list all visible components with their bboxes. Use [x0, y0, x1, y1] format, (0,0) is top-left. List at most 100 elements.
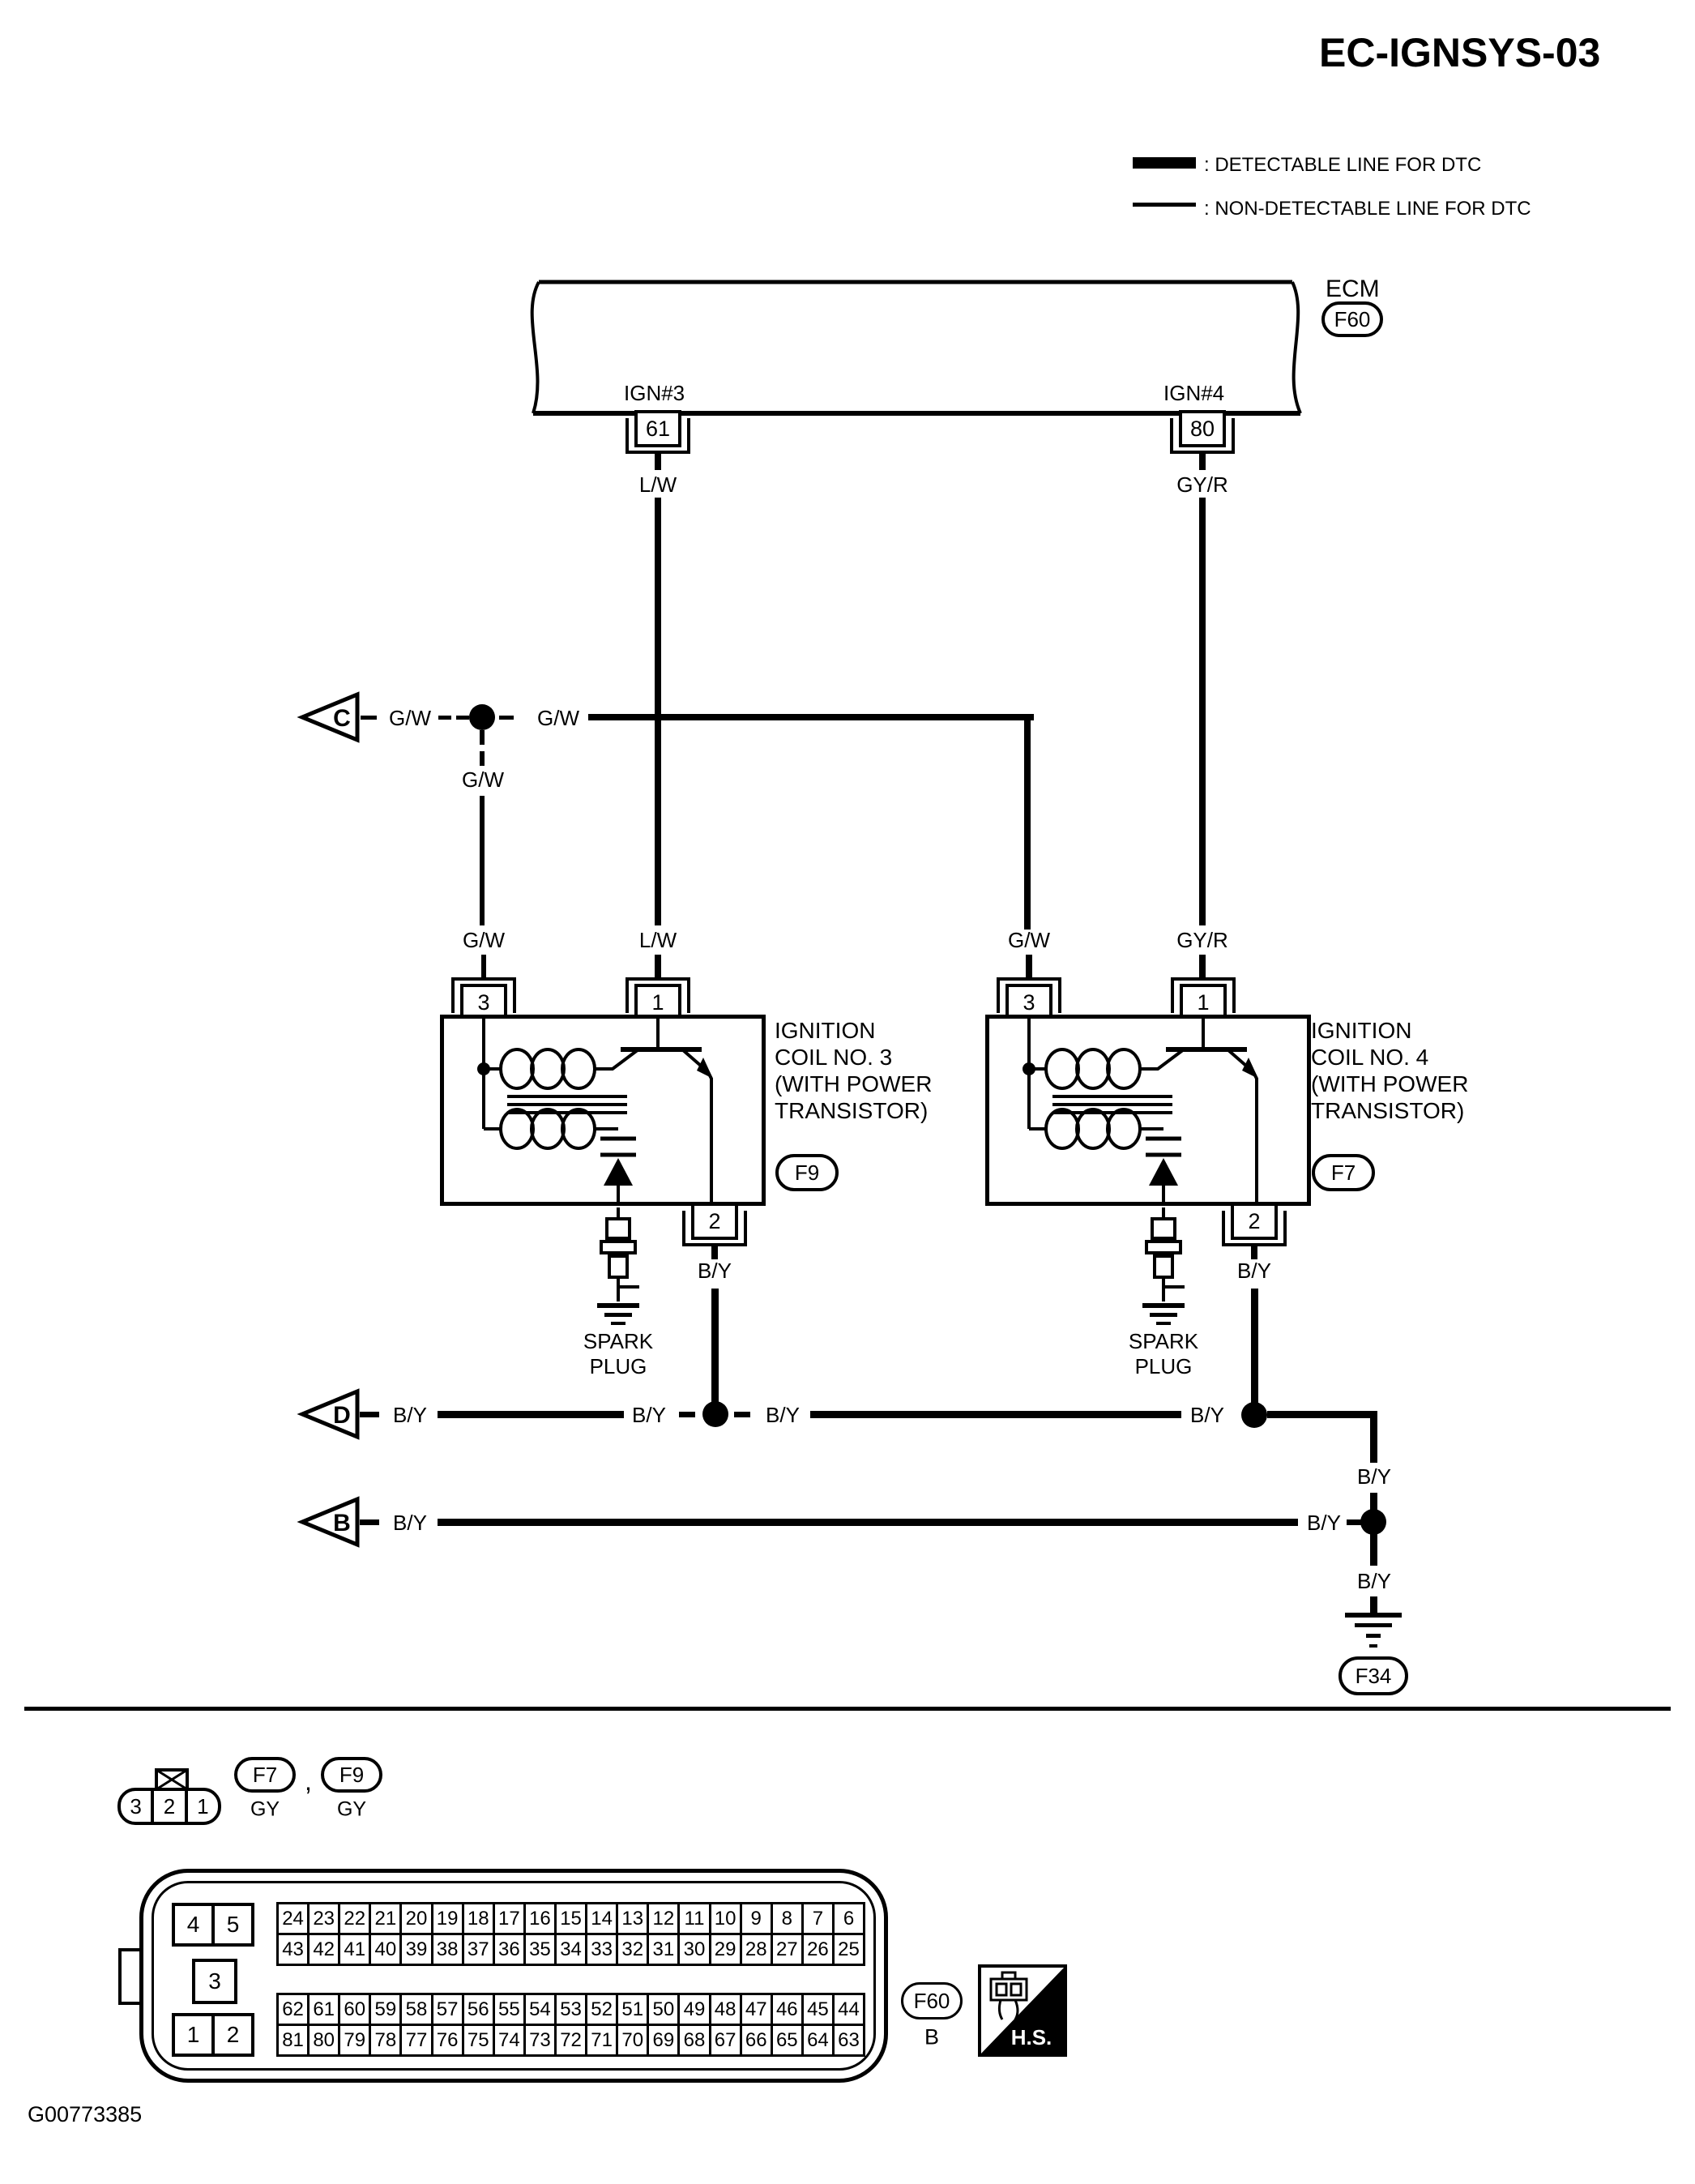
- pin-cell: 16: [523, 1902, 557, 1935]
- connector-triangle-c: C: [297, 691, 360, 743]
- wire-lw: [655, 498, 661, 925]
- coil3-pin2: 2: [691, 1203, 738, 1240]
- coil4-pin1-shell: 1: [1171, 977, 1236, 1021]
- coil3-pin3-shell: 3: [451, 977, 516, 1021]
- page-title: EC-IGNSYS-03: [1319, 30, 1601, 75]
- ecm-pin80: 80: [1179, 410, 1226, 447]
- wire-label-by: B/Y: [1353, 1571, 1395, 1592]
- coil4-box: [985, 1015, 1311, 1206]
- ground-bar: [611, 1322, 625, 1325]
- wire-stub: [655, 955, 661, 979]
- coil4-internal-junction: [1023, 1062, 1035, 1075]
- pin-cell: 48: [708, 1993, 742, 2026]
- coil4-name: IGNITION COIL NO. 4 (WITH POWER TRANSIST…: [1311, 1017, 1468, 1124]
- hs-label: H.S.: [1011, 2025, 1052, 2049]
- pin-cell: 74: [492, 2024, 526, 2057]
- pin-cell: 64: [801, 2024, 835, 2057]
- pin-cell: 22: [338, 1902, 372, 1935]
- pin-cell: 52: [585, 1993, 619, 2026]
- pin-cell: 80: [307, 2024, 341, 2057]
- ground-bar: [604, 1313, 632, 1317]
- ground-bar: [1142, 1303, 1185, 1308]
- ground-bar: [1150, 1313, 1177, 1317]
- pin-cell: 7: [801, 1902, 835, 1935]
- pin-cell: 8: [770, 1902, 804, 1935]
- pin-cell: 53: [553, 1993, 588, 2026]
- ground-bar: [597, 1303, 639, 1308]
- pin-cell: 30: [677, 1933, 711, 1966]
- spark-plug-label-line1: SPARK: [1124, 1331, 1203, 1352]
- spark-plug-label-line2: PLUG: [585, 1356, 651, 1377]
- pin-cell: 15: [553, 1902, 588, 1935]
- wire-dash: [734, 1412, 750, 1417]
- pin-cell: 39: [399, 1933, 433, 1966]
- ecm-pin61-shell: 61: [625, 410, 690, 454]
- ground-bar: [1345, 1613, 1402, 1618]
- pin-cell: 59: [369, 1993, 403, 2026]
- wire-dash: [360, 1519, 379, 1525]
- pin-cell: 75: [461, 2024, 495, 2057]
- pin-cell: 55: [492, 1993, 526, 2026]
- wire-stub: [1026, 955, 1032, 979]
- legend-nondetectable-label: : NON-DETECTABLE LINE FOR DTC: [1204, 198, 1531, 220]
- wire-label-by: B/Y: [1353, 1466, 1395, 1487]
- spark-plug-label-line1: SPARK: [579, 1331, 658, 1352]
- ecm-pin61: 61: [634, 410, 681, 447]
- junction-dot: [1241, 1402, 1267, 1428]
- wire-gw-to-coil4: [1024, 714, 1031, 930]
- coil4-name-line2: COIL NO. 4: [1311, 1045, 1429, 1070]
- pin-cell: 24: [276, 1902, 310, 1935]
- pin-cell: 20: [399, 1902, 433, 1935]
- coil3-box: [440, 1015, 766, 1206]
- wire-stub: [655, 454, 661, 470]
- wire-by-ground: [1370, 1533, 1377, 1566]
- ground-bar: [1156, 1322, 1171, 1325]
- legend-nondetectable-swatch: [1133, 203, 1196, 207]
- wire-gw-horizontal: [588, 714, 1034, 720]
- pin-cell: 45: [801, 1993, 835, 2026]
- pin-cell: 76: [430, 2024, 464, 2057]
- wire-label-by: B/Y: [694, 1260, 736, 1281]
- coil4-pin3-shell: 3: [997, 977, 1061, 1021]
- ground-bar: [1369, 1644, 1377, 1648]
- ground-connector-ref: F34: [1338, 1656, 1408, 1695]
- pin-cell: 28: [739, 1933, 773, 1966]
- pin-cell: 25: [831, 1933, 866, 1966]
- wire-stub: [1199, 955, 1206, 979]
- pin-cell: 29: [708, 1933, 742, 1966]
- wire-label-by: B/Y: [1303, 1512, 1345, 1533]
- pin-cell: 49: [677, 1993, 711, 2026]
- pin-cell: 2: [211, 2016, 251, 2054]
- spark-plug-lead: [617, 1207, 620, 1219]
- connector-triangle-d: D: [297, 1388, 360, 1440]
- pin-cell: 72: [553, 2024, 588, 2057]
- pin-cell: 32: [616, 1933, 650, 1966]
- spark-gap-arrow-icon: [1149, 1158, 1178, 1186]
- legend-detectable-swatch: [1133, 157, 1196, 169]
- pin-cell: 73: [523, 2024, 557, 2057]
- triangle-c-letter: C: [333, 705, 351, 732]
- wire-dash: [679, 1412, 695, 1417]
- coil3-pin2-shell: 2: [682, 1203, 747, 1246]
- triangle-b-letter: B: [333, 1510, 351, 1536]
- spark-plug-electrode: [1162, 1279, 1165, 1301]
- pin-cell: 4: [186, 1912, 200, 1937]
- wire-label-gw: G/W: [458, 769, 508, 790]
- pin-cell: 1: [186, 2022, 200, 2047]
- wire-label-gw: G/W: [533, 707, 583, 729]
- pin-cell: 14: [585, 1902, 619, 1935]
- ecm-pin80-shell: 80: [1170, 410, 1235, 454]
- ecm-connector-ref-f60: F60: [901, 1982, 963, 2019]
- triangle-d-letter: D: [333, 1402, 351, 1429]
- pin-cell: 62: [276, 1993, 310, 2026]
- coil3-name-line1: IGNITION: [775, 1018, 876, 1043]
- spark-plug-electrode: [617, 1279, 620, 1301]
- pin-cell: 19: [430, 1902, 464, 1935]
- pin-cell: 63: [831, 2024, 866, 2057]
- pin-cell: 58: [399, 1993, 433, 2026]
- wire-dash: [1347, 1519, 1361, 1525]
